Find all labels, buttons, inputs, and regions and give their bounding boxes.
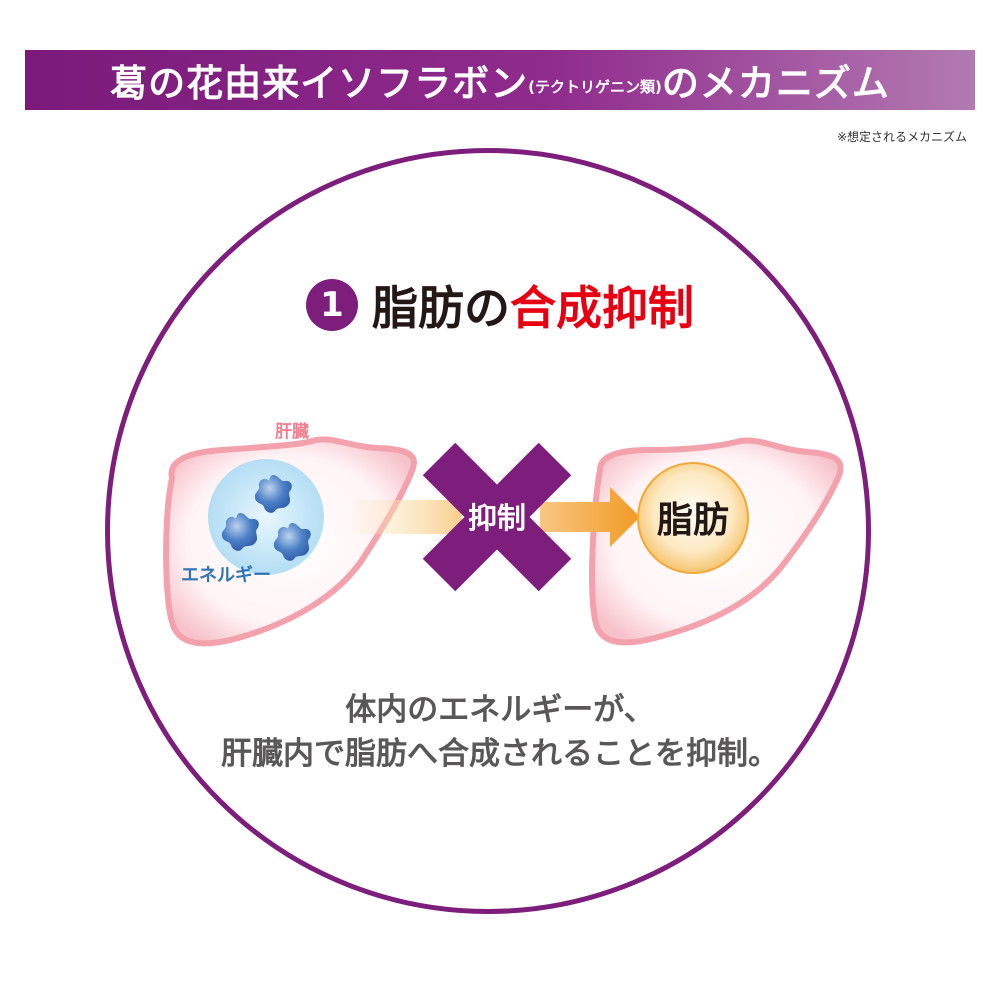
- energy-blob-icon: [221, 513, 259, 551]
- inhibit-x-icon: [422, 442, 572, 592]
- caption-line-2: 肝臓内で脂肪へ合成されることを抑制。: [221, 736, 779, 772]
- step-number-badge: 1: [306, 279, 358, 331]
- energy-blob-icon: [273, 523, 311, 561]
- liver-label: 肝臓: [275, 422, 309, 442]
- energy-glow: [208, 459, 324, 575]
- fat-circle: [637, 462, 749, 574]
- heading-red-text: 合成抑制: [510, 281, 694, 335]
- title-parenthetical: (テクトリゲニン類): [528, 78, 662, 96]
- section-heading: 1 脂肪の合成抑制: [0, 272, 1000, 338]
- process-arrow-band: [352, 500, 462, 534]
- title-main: 葛の花由来イソフラボン: [110, 62, 529, 105]
- process-arrow: [540, 487, 640, 547]
- mechanism-note: ※想定されるメカニズム: [836, 130, 967, 144]
- energy-blob-icon: [254, 475, 292, 513]
- heading-black-text: 脂肪の: [372, 281, 510, 335]
- inhibit-label: 抑制: [468, 501, 526, 535]
- title-banner: 葛の花由来イソフラボン(テクトリゲニン類)のメカニズム: [25, 50, 975, 110]
- fat-label: 脂肪: [657, 500, 729, 541]
- title-end: のメカニズム: [661, 62, 890, 105]
- caption-line-1: 体内のエネルギーが、: [345, 692, 655, 728]
- mechanism-circle: [105, 148, 871, 914]
- energy-label: エネルギー: [181, 565, 271, 586]
